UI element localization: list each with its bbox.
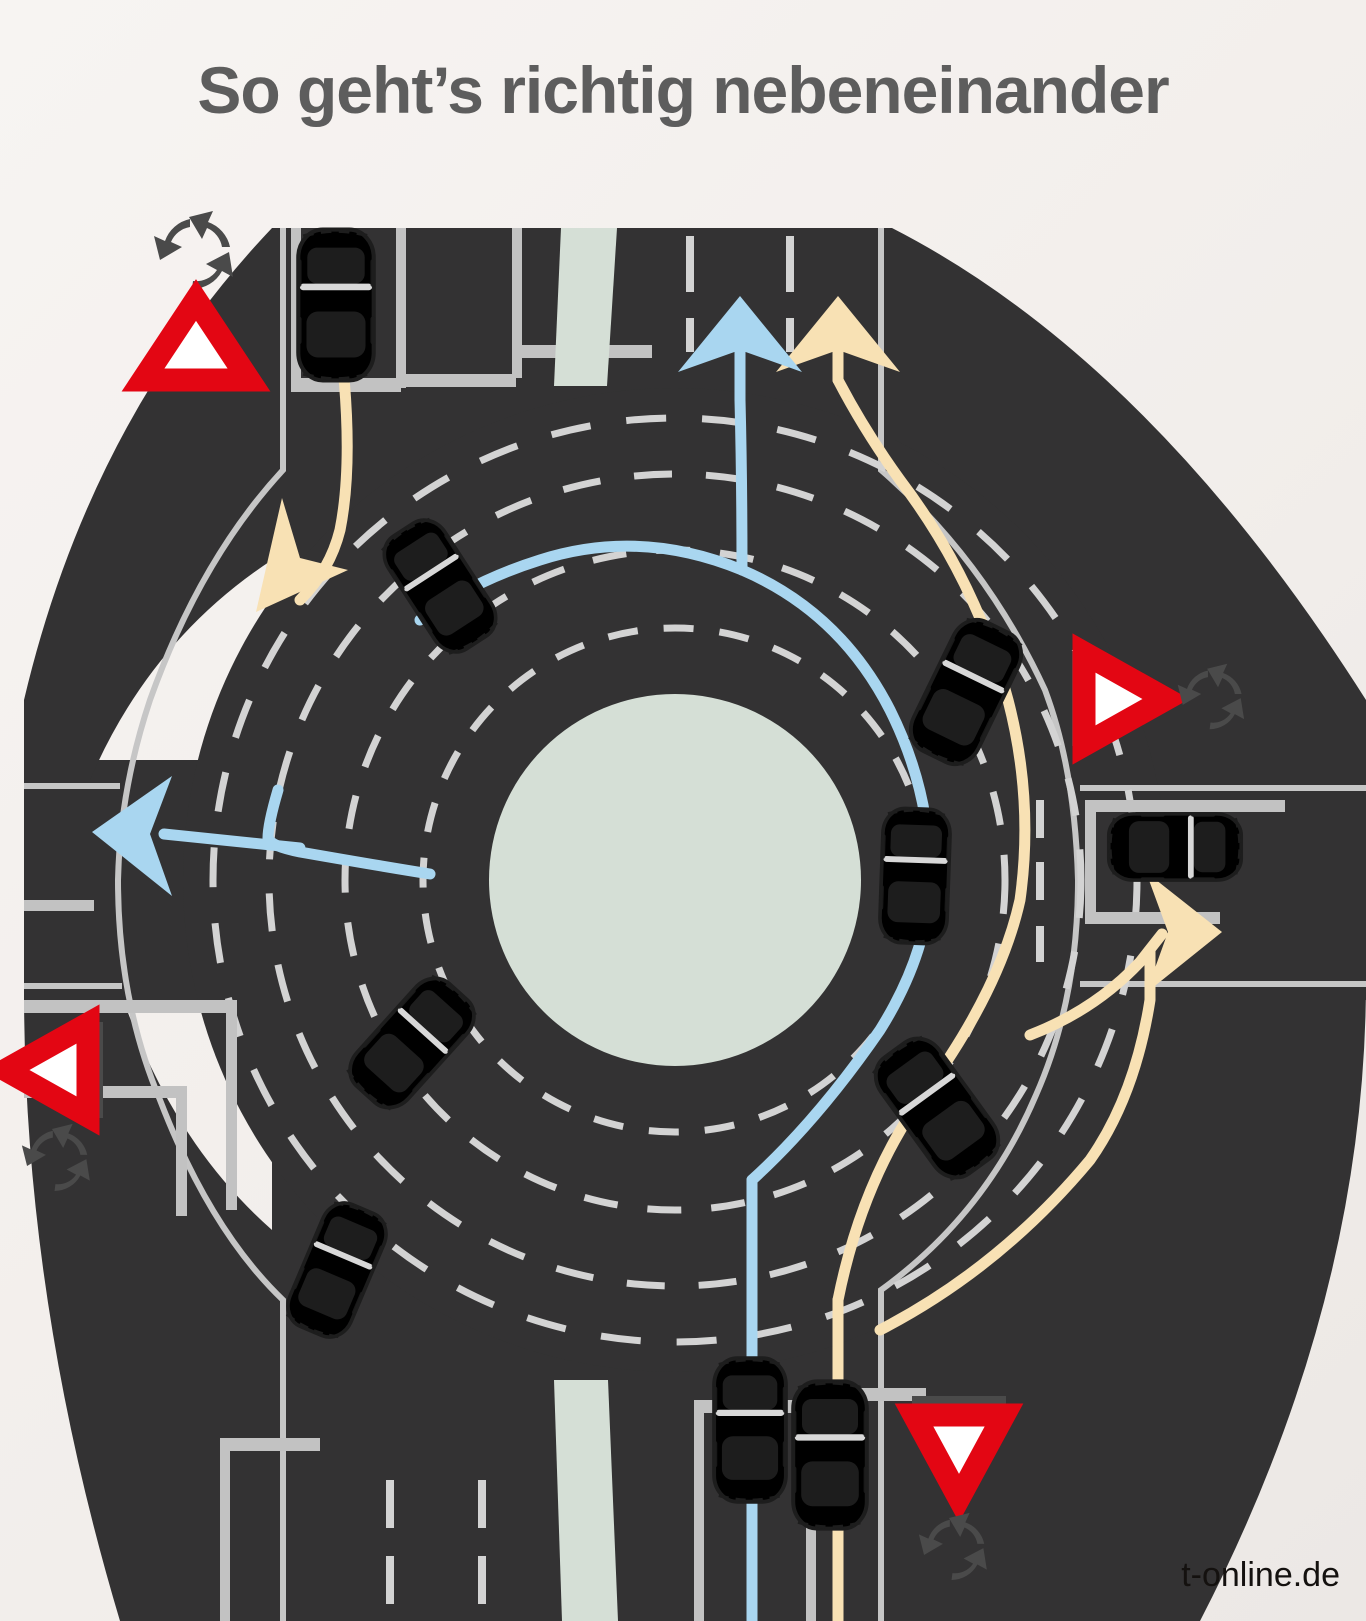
sign-bottom-right [894,1396,1024,1580]
arrow-north-tan [776,296,900,386]
sign-left [0,1004,103,1191]
car-inner-right [875,805,955,947]
roundabout-icon [154,211,233,289]
car-entry-right-lane [792,1381,869,1528]
yield-triangle-icon [0,1004,100,1136]
watermark: t-online.de [1181,1556,1340,1594]
yield-triangle-icon [121,279,271,392]
car-top-left-exit [297,230,376,381]
yield-triangle-icon [1072,633,1190,765]
car-entry-left-lane [710,1356,790,1504]
arrow-northwest-tan [256,498,348,612]
sign-right [1072,633,1245,765]
sign-top-left [121,211,271,392]
north-traffic-island [554,228,617,386]
arrow-west-blue [92,776,306,896]
page-title: So geht’s richtig nebeneinander [197,53,1169,127]
roundabout-center-island [489,694,861,1066]
north-approach [291,228,794,392]
south-traffic-island [554,1380,618,1621]
yield-triangle-icon [894,1403,1024,1523]
car-east-exit [1106,810,1244,884]
arrow-north-blue [678,296,802,372]
arrow-east-tan [1024,872,1222,1041]
